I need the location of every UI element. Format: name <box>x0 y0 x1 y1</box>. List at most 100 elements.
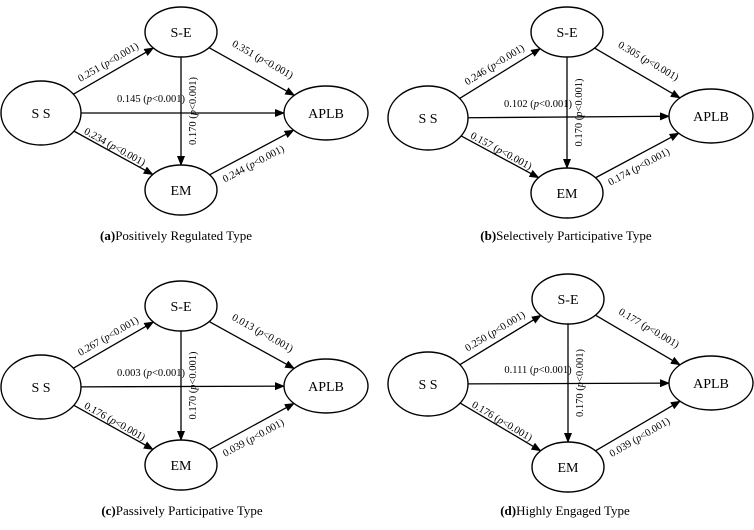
p-symbol: p <box>494 414 505 427</box>
path-coefficient: 0.102 <box>504 99 530 110</box>
panel-a: 0.251 (p<0.001)0.234 (p<0.001)0.145 (p<0… <box>0 6 369 243</box>
node-ss-ellipse <box>387 85 469 151</box>
node-aplb-ellipse <box>668 355 754 411</box>
p-symbol: p <box>494 144 505 157</box>
node-aplb-ellipse <box>283 358 369 414</box>
p-symbol: p <box>107 415 118 428</box>
p-symbol: p <box>632 162 643 175</box>
label-se-to-em: 0.170 (p<0.001) <box>574 78 585 147</box>
p-symbol: p <box>255 53 266 66</box>
arrow-em-to-aplb <box>595 400 681 452</box>
label-em-to-aplb: 0.174 (p<0.001) <box>607 146 673 188</box>
p-symbol: p <box>146 94 152 105</box>
p-threshold: <0.001) <box>188 76 199 110</box>
p-symbol: p <box>246 159 257 172</box>
p-symbol: p <box>101 332 112 345</box>
node-em-label: EM <box>557 187 579 202</box>
p-threshold: <0.001) <box>252 143 287 168</box>
caption-title: Highly Engaged Type <box>516 503 630 518</box>
p-threshold: <0.001) <box>113 143 148 169</box>
p-threshold: <0.001) <box>260 56 295 82</box>
p-open: ( <box>574 116 585 120</box>
label-ss-to-aplb: 0.003 (p<0.001) <box>117 368 186 379</box>
node-ss-ellipse <box>387 351 469 417</box>
p-symbol: p <box>101 58 112 71</box>
p-symbol: p <box>641 54 652 67</box>
p-symbol: p <box>247 433 258 446</box>
p-symbol: p <box>575 382 586 388</box>
p-open: ( <box>244 435 253 447</box>
p-symbol: p <box>255 326 266 339</box>
p-threshold: <0.001) <box>107 41 142 67</box>
path-coefficient: 0.145 <box>117 94 143 105</box>
arrow-ss-to-se <box>459 48 541 99</box>
arrow-em-to-aplb <box>209 402 295 451</box>
arrow-ss-to-se <box>73 321 155 369</box>
label-ss-to-em: 0.234 (p<0.001) <box>82 126 147 169</box>
p-open: ( <box>188 389 199 393</box>
label-ss-to-se: 0.267 (p<0.001) <box>76 315 141 359</box>
arrow-se-to-aplb <box>595 314 681 366</box>
p-symbol: p <box>188 385 199 391</box>
p-open: ( <box>639 53 648 65</box>
p-open: ( <box>99 60 108 72</box>
caption-letter: (c) <box>101 503 115 518</box>
p-symbol: p <box>146 368 152 379</box>
p-symbol: p <box>488 60 499 73</box>
node-se-label: S-E <box>171 300 192 315</box>
label-ss-to-se: 0.246 (p<0.001) <box>463 43 527 88</box>
p-open: ( <box>253 325 262 337</box>
path-coefficient: 0.170 <box>188 393 199 419</box>
p-symbol: p <box>532 365 538 376</box>
label-ss-to-se: 0.250 (p<0.001) <box>464 309 528 354</box>
node-em-ellipse <box>530 167 604 219</box>
panel-d: 0.250 (p<0.001)0.176 (p<0.001)0.111 (p<0… <box>387 273 754 518</box>
node-em-ellipse <box>144 439 218 491</box>
caption-letter: (a) <box>100 228 115 243</box>
p-open: ( <box>244 161 253 173</box>
node-em-ellipse <box>144 164 218 216</box>
caption-title: Passively Participative Type <box>116 503 263 518</box>
node-aplb-label: APLB <box>308 107 344 122</box>
label-se-to-aplb: 0.177 (p<0.001) <box>616 307 681 351</box>
p-threshold: <0.001) <box>260 329 295 355</box>
p-open: ( <box>575 387 586 391</box>
p-open: ( <box>253 52 262 64</box>
panel-caption: (a)Positively Regulated Type <box>100 228 252 243</box>
p-symbol: p <box>107 140 118 153</box>
node-ss-ellipse <box>0 80 82 146</box>
node-se-label: S-E <box>557 26 578 41</box>
p-threshold: <0.001) <box>638 146 673 172</box>
label-se-to-aplb: 0.013 (p<0.001) <box>230 312 295 355</box>
node-se-ellipse <box>530 6 604 58</box>
p-open: ( <box>630 164 639 176</box>
p-open: ( <box>631 435 640 447</box>
p-threshold: <0.001) <box>499 147 534 173</box>
p-threshold: <0.001) <box>539 365 573 376</box>
label-em-to-aplb: 0.244 (p<0.001) <box>221 143 287 185</box>
p-open: ( <box>530 99 534 110</box>
node-ss-label: S S <box>31 107 50 122</box>
arrow-se-to-aplb <box>208 47 296 96</box>
p-threshold: <0.001) <box>152 94 186 105</box>
p-threshold: <0.001) <box>638 416 672 442</box>
caption-letter: (b) <box>480 228 496 243</box>
node-ss-label: S S <box>418 378 437 393</box>
label-ss-to-aplb: 0.145 (p<0.001) <box>117 94 186 105</box>
p-open: ( <box>639 320 648 332</box>
path-coefficient: 0.170 <box>574 120 585 146</box>
node-ss-ellipse <box>0 354 82 420</box>
path-coefficient: 0.170 <box>575 391 586 417</box>
arrow-ss-to-em <box>73 404 154 450</box>
label-se-to-em: 0.170 (p<0.001) <box>188 351 199 420</box>
p-threshold: <0.001) <box>152 368 186 379</box>
path-coefficient: 0.111 <box>504 365 529 376</box>
node-em-ellipse <box>531 441 605 493</box>
node-se-ellipse <box>144 6 218 58</box>
arrow-ss-to-em <box>459 402 542 452</box>
arrow-ss-to-em <box>73 130 154 176</box>
node-ss-label: S S <box>418 112 437 127</box>
p-threshold: <0.001) <box>575 348 586 382</box>
